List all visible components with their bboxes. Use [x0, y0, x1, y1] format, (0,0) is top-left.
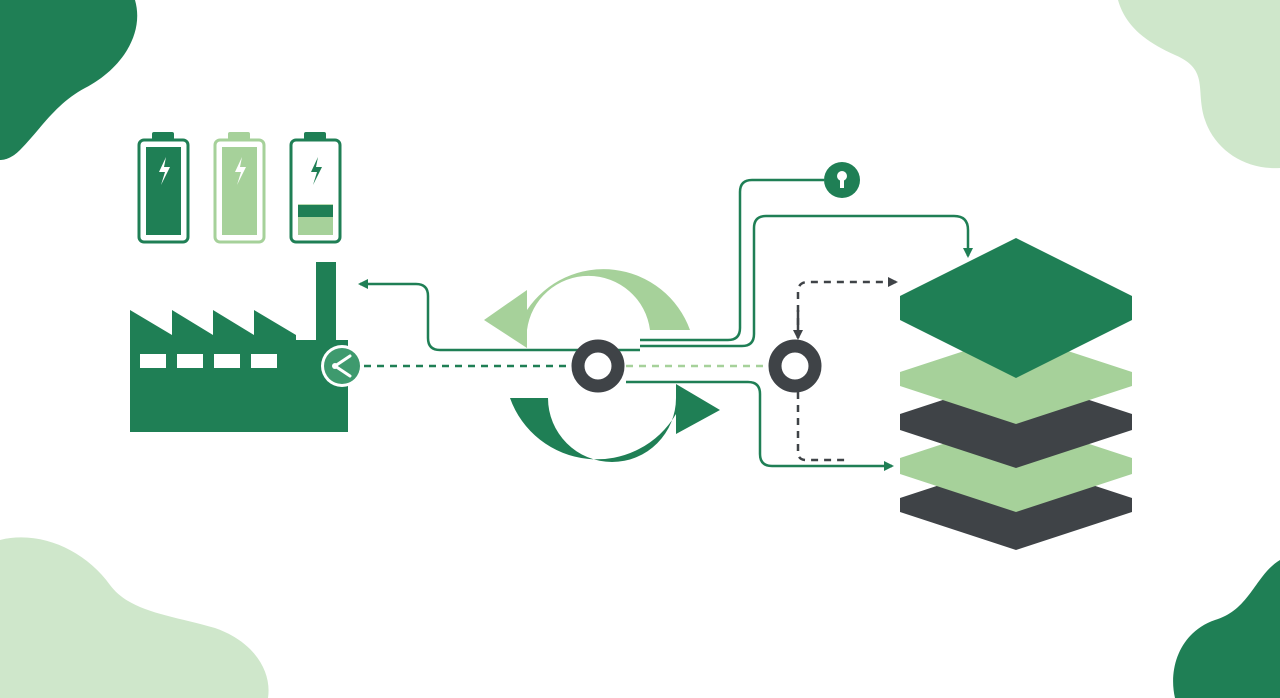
share-icon: [321, 345, 363, 387]
layered-storage-icon: [900, 238, 1132, 550]
corner-blob-bottom-left: [0, 537, 269, 698]
lock-branch-line: [640, 178, 824, 342]
hub-node-icon: [768, 339, 822, 393]
battery-low-icon: [289, 132, 342, 244]
hub-node-icon: [571, 339, 625, 393]
factory-icon: [130, 262, 348, 432]
keyhole-icon: [824, 162, 860, 198]
recycle-arrows-icon: [484, 269, 720, 462]
lower-dashed-loop-line: [796, 392, 850, 462]
upper-dashed-loop-line: [796, 277, 898, 338]
corner-blob-top-right: [1118, 0, 1280, 169]
battery-half-icon: [213, 132, 266, 244]
battery-full-icon: [137, 132, 190, 244]
stack-top-feed-line: [640, 214, 973, 348]
return-flow-line: [358, 279, 640, 352]
corner-blob-top-left: [0, 0, 138, 160]
corner-blob-bottom-right: [1173, 560, 1280, 698]
stack-bottom-feed-line: [626, 380, 894, 471]
